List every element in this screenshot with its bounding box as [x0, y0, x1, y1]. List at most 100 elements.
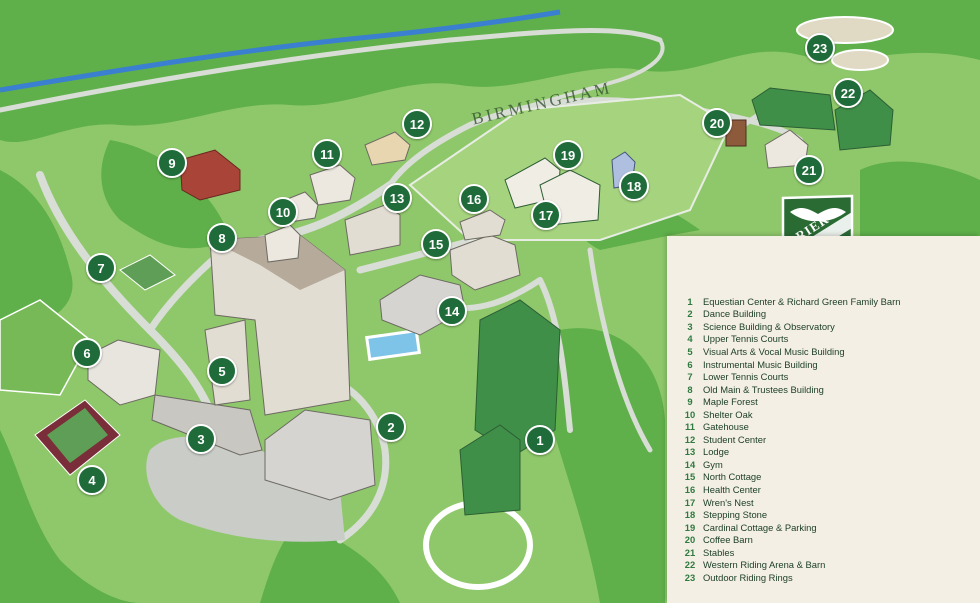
map-marker-7[interactable]: 7 [86, 253, 116, 283]
parking-lot [146, 436, 345, 542]
legend-number: 1 [687, 295, 693, 307]
legend-item[interactable]: 1 Equestian Center & Richard Green Family… [681, 295, 900, 308]
legend-label: Gatehouse [703, 421, 749, 433]
legend-number: 10 [684, 408, 696, 420]
legend-item[interactable]: 18 Stepping Stone [681, 508, 900, 521]
map-marker-15[interactable]: 15 [421, 229, 451, 259]
legend-item[interactable]: 5 Visual Arts & Vocal Music Building [681, 345, 900, 358]
legend-label: Stables [703, 546, 735, 558]
map-marker-17[interactable]: 17 [531, 200, 561, 230]
map-marker-2[interactable]: 2 [376, 412, 406, 442]
legend-number: 5 [687, 345, 693, 357]
legend-item[interactable]: 17 Wren's Nest [681, 496, 900, 509]
map-marker-5[interactable]: 5 [207, 356, 237, 386]
legend-label: Shelter Oak [703, 408, 753, 420]
legend-number: 18 [684, 509, 696, 521]
map-marker-6[interactable]: 6 [72, 338, 102, 368]
legend-item[interactable]: 6 Instrumental Music Building [681, 358, 900, 371]
legend-label: Gym [703, 458, 723, 470]
legend-number: 8 [687, 383, 693, 395]
legend-item[interactable]: 16 Health Center [681, 483, 900, 496]
legend-item[interactable]: 12 Student Center [681, 433, 900, 446]
legend-label: Instrumental Music Building [703, 358, 818, 370]
map-marker-8[interactable]: 8 [207, 223, 237, 253]
legend-number: 23 [684, 571, 696, 583]
soccer-field [0, 299, 91, 396]
legend-label: Health Center [703, 483, 761, 495]
legend-label: Maple Forest [703, 396, 758, 408]
map-marker-20[interactable]: 20 [702, 108, 732, 138]
legend-label: Lower Tennis Courts [703, 371, 789, 383]
legend-number: 9 [687, 396, 693, 408]
legend-label: Western Riding Arena & Barn [703, 559, 826, 571]
legend-label: Outdoor Riding Rings [703, 571, 793, 583]
legend-item[interactable]: 14 Gym [681, 458, 900, 471]
legend-item[interactable]: 19 Cardinal Cottage & Parking [681, 521, 900, 534]
map-marker-18[interactable]: 18 [619, 171, 649, 201]
legend-label: North Cottage [703, 471, 762, 483]
legend-item[interactable]: 7 Lower Tennis Courts [681, 370, 900, 383]
map-marker-21[interactable]: 21 [794, 155, 824, 185]
map-marker-3[interactable]: 3 [186, 424, 216, 454]
map-marker-19[interactable]: 19 [553, 140, 583, 170]
legend-number: 17 [684, 496, 696, 508]
map-marker-14[interactable]: 14 [437, 296, 467, 326]
legend-label: Old Main & Trustees Building [703, 383, 824, 395]
legend-label: Upper Tennis Courts [703, 333, 789, 345]
legend-number: 3 [687, 320, 693, 332]
legend-number: 11 [685, 421, 695, 433]
legend-item[interactable]: 20 Coffee Barn [681, 533, 900, 546]
map-marker-13[interactable]: 13 [382, 183, 412, 213]
legend-item[interactable]: 13 Lodge [681, 446, 900, 459]
swimming-pool [365, 328, 421, 362]
legend-item[interactable]: 8 Old Main & Trustees Building [681, 383, 900, 396]
map-marker-12[interactable]: 12 [402, 109, 432, 139]
legend-item[interactable]: 2 Dance Building [681, 308, 900, 321]
legend-number: 19 [684, 521, 696, 533]
legend-label: Stepping Stone [703, 509, 768, 521]
map-marker-16[interactable]: 16 [459, 184, 489, 214]
legend-item[interactable]: 23 Outdoor Riding Rings [681, 571, 900, 584]
map-marker-22[interactable]: 22 [833, 78, 863, 108]
legend-label: Lodge [703, 446, 730, 458]
legend-number: 14 [684, 458, 696, 470]
map-marker-9[interactable]: 9 [157, 148, 187, 178]
legend-number: 20 [684, 534, 696, 546]
legend-item[interactable]: 11 Gatehouse [681, 420, 900, 433]
legend-label: Visual Arts & Vocal Music Building [703, 345, 845, 357]
map-marker-10[interactable]: 10 [268, 197, 298, 227]
map-marker-11[interactable]: 11 [312, 139, 342, 169]
legend-number: 13 [684, 446, 696, 458]
legend-label: Equestian Center & Richard Green Family … [703, 295, 901, 307]
legend-item[interactable]: 10 Shelter Oak [681, 408, 900, 421]
legend-item[interactable]: 22 Western Riding Arena & Barn [681, 558, 900, 571]
legend-number: 2 [687, 308, 693, 320]
legend-panel: 1 Equestian Center & Richard Green Family… [667, 236, 980, 603]
legend-number: 16 [684, 483, 696, 495]
legend-item[interactable]: 21 Stables [681, 546, 900, 559]
legend-item[interactable]: 9 Maple Forest [681, 395, 900, 408]
lower-tennis-courts [119, 254, 176, 291]
legend-label: Dance Building [703, 308, 767, 320]
legend-number: 6 [687, 358, 693, 370]
legend-label: Student Center [703, 433, 767, 445]
map-marker-4[interactable]: 4 [77, 465, 107, 495]
river [0, 9, 561, 93]
map-marker-23[interactable]: 23 [805, 33, 835, 63]
legend-list: 1 Equestian Center & Richard Green Family… [681, 295, 901, 584]
legend-number: 21 [684, 546, 696, 558]
upper-tennis-courts [34, 399, 121, 476]
legend-label: Wren's Nest [703, 496, 754, 508]
legend-number: 22 [684, 559, 696, 571]
legend-label: Coffee Barn [703, 534, 753, 546]
legend-number: 15 [684, 471, 696, 483]
legend-number: 12 [684, 433, 696, 445]
legend-label: Cardinal Cottage & Parking [703, 521, 817, 533]
legend-number: 7 [687, 371, 693, 383]
map-marker-1[interactable]: 1 [525, 425, 555, 455]
legend-item[interactable]: 15 North Cottage [681, 471, 900, 484]
